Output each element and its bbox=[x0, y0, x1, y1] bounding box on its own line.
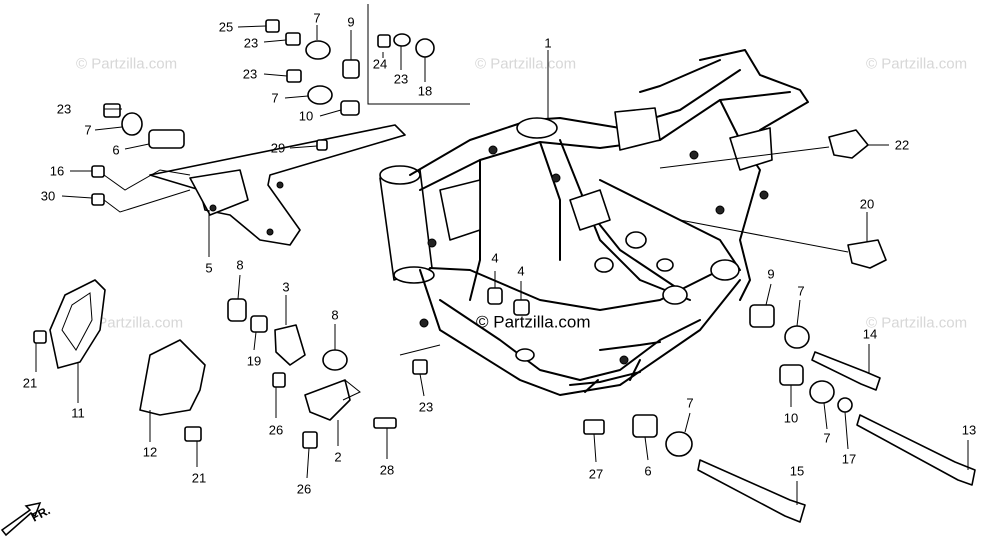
callout-4a: 4 bbox=[491, 251, 498, 266]
callout-6b: 6 bbox=[644, 464, 651, 479]
leader-6a bbox=[124, 143, 150, 150]
callout-23e: 23 bbox=[419, 400, 433, 415]
callout-8a: 8 bbox=[236, 258, 243, 273]
callout-21b: 21 bbox=[192, 471, 206, 486]
group-bracket bbox=[367, 4, 470, 105]
callout-2: 2 bbox=[334, 450, 341, 465]
leader-9b bbox=[765, 283, 772, 306]
callout-9b: 9 bbox=[767, 267, 774, 282]
leader-6b bbox=[644, 436, 649, 461]
callout-30: 30 bbox=[41, 189, 55, 204]
right-hardware bbox=[583, 129, 976, 523]
callout-26b: 26 bbox=[297, 482, 311, 497]
watermark-top-left: © Partzilla.com bbox=[76, 56, 177, 73]
leader-2 bbox=[337, 379, 361, 446]
leader-23e bbox=[399, 344, 441, 397]
callout-7f: 7 bbox=[686, 396, 693, 411]
callout-23b: 23 bbox=[243, 67, 257, 82]
leader-8a bbox=[237, 274, 241, 300]
callout-10a: 10 bbox=[299, 109, 313, 124]
callout-27: 27 bbox=[589, 467, 603, 482]
leader-27 bbox=[593, 433, 597, 463]
callout-20: 20 bbox=[860, 197, 874, 212]
callout-8b: 8 bbox=[331, 308, 338, 323]
callout-3: 3 bbox=[282, 280, 289, 295]
watermark-center: © Partzilla.com bbox=[476, 313, 591, 332]
leader-26b bbox=[306, 447, 310, 479]
callout-19: 19 bbox=[247, 354, 261, 369]
leader-25 bbox=[237, 25, 267, 28]
callout-16: 16 bbox=[50, 164, 64, 179]
leader-19 bbox=[253, 331, 257, 351]
leader-7b bbox=[284, 95, 309, 99]
callout-25: 25 bbox=[219, 20, 233, 35]
top-hardware bbox=[91, 19, 435, 206]
callout-26a: 26 bbox=[269, 423, 283, 438]
watermark-top-center: © Partzilla.com bbox=[475, 56, 576, 73]
leader-23b bbox=[263, 73, 288, 77]
leader-30 bbox=[61, 189, 191, 213]
callout-24: 24 bbox=[373, 57, 387, 72]
leader-7f bbox=[684, 412, 691, 433]
callout-7e: 7 bbox=[823, 431, 830, 446]
leader-29 bbox=[289, 145, 318, 149]
engine-mount-bracket bbox=[149, 124, 406, 246]
callout-1: 1 bbox=[544, 36, 551, 51]
callout-7c: 7 bbox=[84, 123, 91, 138]
callout-15: 15 bbox=[790, 464, 804, 479]
callout-29: 29 bbox=[271, 141, 285, 156]
callout-23a: 23 bbox=[244, 36, 258, 51]
callout-28: 28 bbox=[380, 463, 394, 478]
leader-23a bbox=[263, 39, 287, 43]
watermark-mid-right: © Partzilla.com bbox=[866, 315, 967, 332]
callout-12: 12 bbox=[143, 445, 157, 460]
watermark-mid-left: © Partzilla.com bbox=[82, 315, 183, 332]
callout-23c: 23 bbox=[57, 102, 71, 117]
leader-16 bbox=[70, 169, 191, 191]
leader-7d bbox=[796, 299, 801, 327]
callout-13: 13 bbox=[962, 423, 976, 438]
callout-23d: 23 bbox=[394, 72, 408, 87]
main-frame bbox=[379, 49, 809, 396]
callout-9a: 9 bbox=[347, 15, 354, 30]
callout-22: 22 bbox=[895, 138, 909, 153]
callout-7a: 7 bbox=[313, 11, 320, 26]
watermark-top-right: © Partzilla.com bbox=[866, 56, 967, 73]
leader-20-frame bbox=[679, 219, 849, 253]
callout-18: 18 bbox=[418, 84, 432, 99]
callout-4b: 4 bbox=[517, 264, 524, 279]
callout-7b: 7 bbox=[271, 91, 278, 106]
leader-1-right bbox=[659, 146, 830, 169]
callout-10b: 10 bbox=[784, 411, 798, 426]
callout-6a: 6 bbox=[112, 143, 119, 158]
leader-7e bbox=[823, 402, 828, 430]
leader-7c bbox=[94, 126, 123, 131]
leader-10a bbox=[319, 109, 342, 117]
front-direction-arrow-icon: FR. bbox=[0, 501, 52, 537]
callout-21a: 21 bbox=[23, 376, 37, 391]
callout-7d: 7 bbox=[797, 284, 804, 299]
callout-14: 14 bbox=[863, 327, 877, 342]
leader-17 bbox=[844, 411, 849, 450]
callout-11: 11 bbox=[71, 406, 85, 421]
callout-5: 5 bbox=[205, 261, 212, 276]
callout-17: 17 bbox=[842, 452, 856, 467]
